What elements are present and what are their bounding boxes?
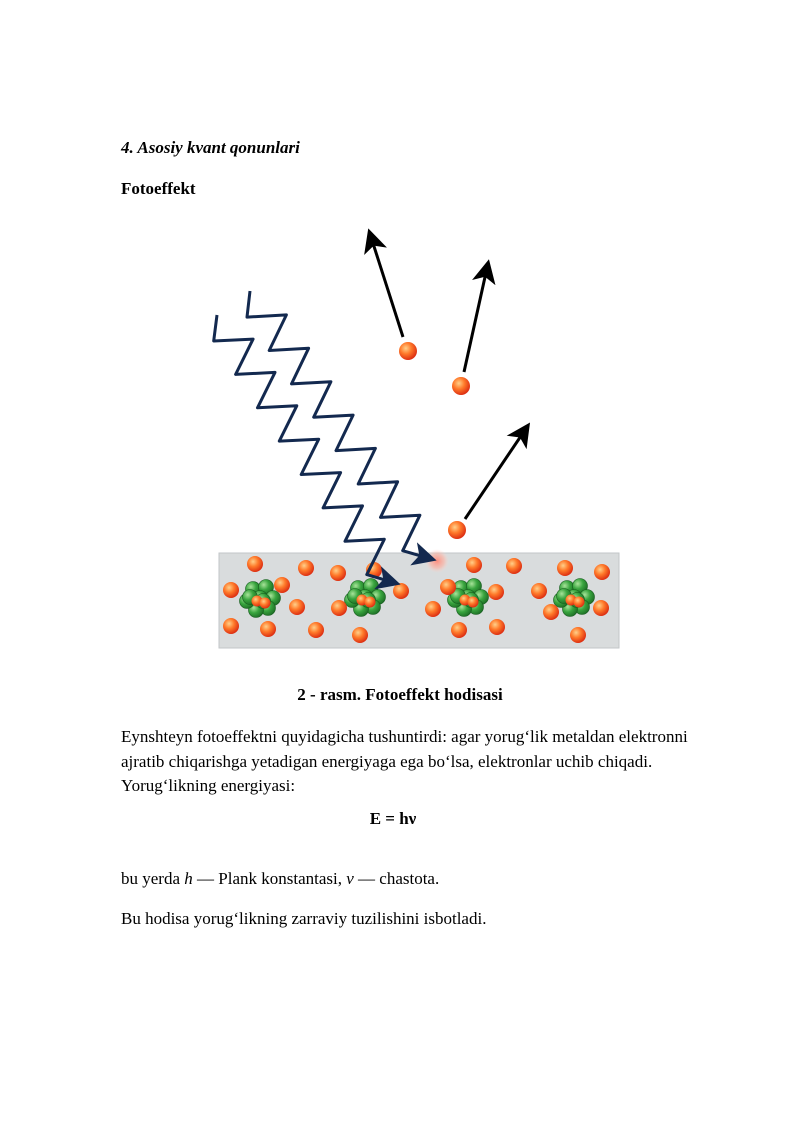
planck-symbol: h bbox=[184, 869, 193, 888]
metal-electron bbox=[543, 604, 559, 620]
metal-electron bbox=[223, 618, 239, 634]
metal-electron bbox=[289, 599, 305, 615]
metal-electron bbox=[247, 556, 263, 572]
impact-glow bbox=[425, 549, 449, 573]
metal-electron bbox=[330, 565, 346, 581]
figure-caption: 2 - rasm. Fotoeffekt hodisasi bbox=[297, 685, 503, 704]
metal-electron bbox=[594, 564, 610, 580]
metal-electron bbox=[274, 577, 290, 593]
metal-electron bbox=[466, 557, 482, 573]
metal-electron bbox=[298, 560, 314, 576]
metal-electron bbox=[425, 601, 441, 617]
frequency-description: — chastota. bbox=[353, 869, 440, 888]
plate-electrons bbox=[223, 556, 610, 643]
energy-formula: E = hν bbox=[369, 809, 417, 828]
electron-trajectory-arrow bbox=[462, 259, 496, 373]
metal-electron bbox=[352, 627, 368, 643]
metal-electron bbox=[331, 600, 347, 616]
metal-electron bbox=[570, 627, 586, 643]
photon-wave-1 bbox=[212, 314, 401, 590]
metal-electron bbox=[308, 622, 324, 638]
section-title: Asosiy kvant qonunlari bbox=[137, 138, 300, 157]
nuclei bbox=[239, 578, 595, 618]
metal-electron bbox=[593, 600, 609, 616]
metal-electron bbox=[506, 558, 522, 574]
metal-plate bbox=[218, 552, 620, 649]
proton bbox=[573, 596, 585, 608]
emitted-electron bbox=[452, 377, 470, 395]
electron-trajectory-arrow bbox=[364, 228, 405, 338]
frequency-symbol: ν bbox=[346, 869, 354, 888]
metal-electron bbox=[223, 582, 239, 598]
metal-electron bbox=[451, 622, 467, 638]
subheading: Fotoeffekt bbox=[121, 179, 196, 198]
metal-electron bbox=[260, 621, 276, 637]
planck-description: — Plank konstantasi, bbox=[192, 869, 347, 888]
electron-trajectory-arrow bbox=[463, 422, 531, 520]
proton bbox=[467, 596, 479, 608]
metal-electron bbox=[440, 579, 456, 595]
metal-electron bbox=[393, 583, 409, 599]
section-heading: 4. Asosiy kvant qonunlari bbox=[121, 138, 300, 158]
proton bbox=[259, 597, 271, 609]
explanation-prefix: bu yerda bbox=[121, 869, 185, 888]
metal-electron bbox=[489, 619, 505, 635]
formula-explanation: bu yerda h — Plank konstantasi, ν — chas… bbox=[121, 869, 439, 889]
photoelectric-effect-figure bbox=[212, 228, 620, 649]
emitted-electron bbox=[448, 521, 466, 539]
metal-electron bbox=[557, 560, 573, 576]
photon-wave-2 bbox=[245, 290, 437, 566]
metal-electron bbox=[531, 583, 547, 599]
proton bbox=[364, 596, 376, 608]
section-number: 4. bbox=[121, 138, 134, 157]
emitted-electron bbox=[399, 342, 417, 360]
conclusion-paragraph: Bu hodisa yorug‘likning zarraviy tuzilis… bbox=[121, 909, 487, 928]
metal-electron bbox=[488, 584, 504, 600]
body-paragraph: Eynshteyn fotoeffektni quyidagicha tushu… bbox=[121, 727, 688, 795]
